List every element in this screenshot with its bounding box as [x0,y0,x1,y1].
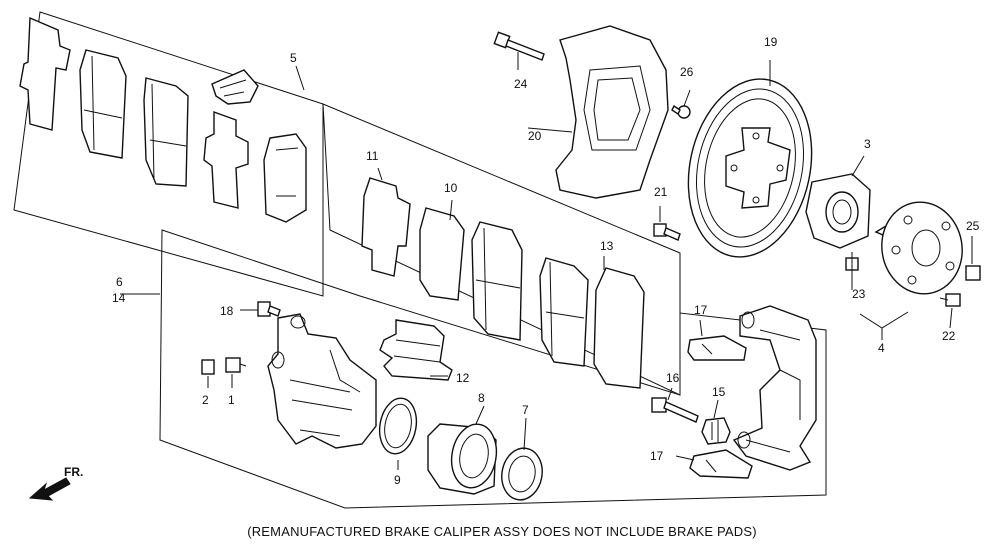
callout-13: 13 [600,239,614,253]
callout-1: 1 [228,393,235,407]
callout-2: 2 [202,393,209,407]
pad-shim-17-upper [687,335,747,361]
front-direction-label: FR. [64,465,83,479]
diagram-caption: (REMANUFACTURED BRAKE CALIPER ASSY DOES … [247,524,757,539]
callout-labels: 5 24 20 26 19 3 21 11 10 13 25 23 22 4 6… [112,35,980,487]
brake-pad-10 [471,221,523,341]
callout-18: 18 [220,304,234,318]
wear-indicator-clip [211,69,259,105]
callout-22: 22 [942,329,956,343]
pad-shim-17-lower [689,449,753,479]
callout-4: 4 [878,341,885,355]
wheel-hub [874,201,963,295]
callout-10: 10 [444,181,458,195]
bleeder-screw-2 [201,359,215,375]
brake-disc-rotor [687,78,813,258]
brake-pad-inner [143,77,189,187]
callout-9: 9 [394,473,401,487]
front-direction-arrow: FR. [28,465,83,501]
callout-26: 26 [680,65,694,79]
pad-retainer-clip [263,133,307,223]
piston-seal [378,397,418,455]
bolt-18 [257,301,281,317]
brake-pad-shim-10 [419,207,465,301]
callout-12: 12 [456,371,470,385]
brake-pad-outer [79,49,127,159]
callout-8: 8 [478,391,485,405]
leader-lines [120,52,973,470]
caliper-assy-box [159,229,827,509]
brake-pad-shim-11 [361,177,411,277]
callout-14: 14 [112,291,126,305]
callout-6: 6 [116,275,123,289]
caliper-piston [427,423,498,495]
bleeder-cap-1 [225,357,247,373]
caliper-bracket [732,305,817,471]
brake-pad-shim-inner [203,111,249,209]
callout-11: 11 [366,149,379,163]
callout-23: 23 [852,287,866,301]
callout-16: 16 [666,371,680,385]
callout-25: 25 [966,219,980,233]
callout-21: 21 [654,185,668,199]
brake-pad-13 [539,257,589,367]
piston-boot [501,447,543,501]
bolt-24 [493,31,545,61]
callout-3: 3 [864,137,871,151]
callout-5: 5 [290,51,297,65]
splash-guard [555,25,669,199]
callout-17-upper: 17 [694,303,708,317]
callout-24: 24 [514,77,528,91]
callout-20: 20 [528,129,542,143]
screw-26 [671,104,691,119]
guide-pin-16 [651,397,699,423]
brake-pad-shim-outer [19,16,71,131]
callout-17-lower: 17 [650,449,664,463]
caliper-body [267,313,377,449]
pin-boot-15 [701,417,731,445]
bolt-21 [653,223,681,241]
pad-spring-12 [379,319,453,381]
nut-25 [965,265,981,281]
callout-15: 15 [712,385,726,399]
pad-set-box-5 [13,11,324,297]
hub-bearing [805,173,871,249]
callout-7: 7 [522,403,529,417]
bolt-22 [939,293,961,307]
brake-pad-shim-13 [593,267,645,389]
callout-19: 19 [764,35,778,49]
